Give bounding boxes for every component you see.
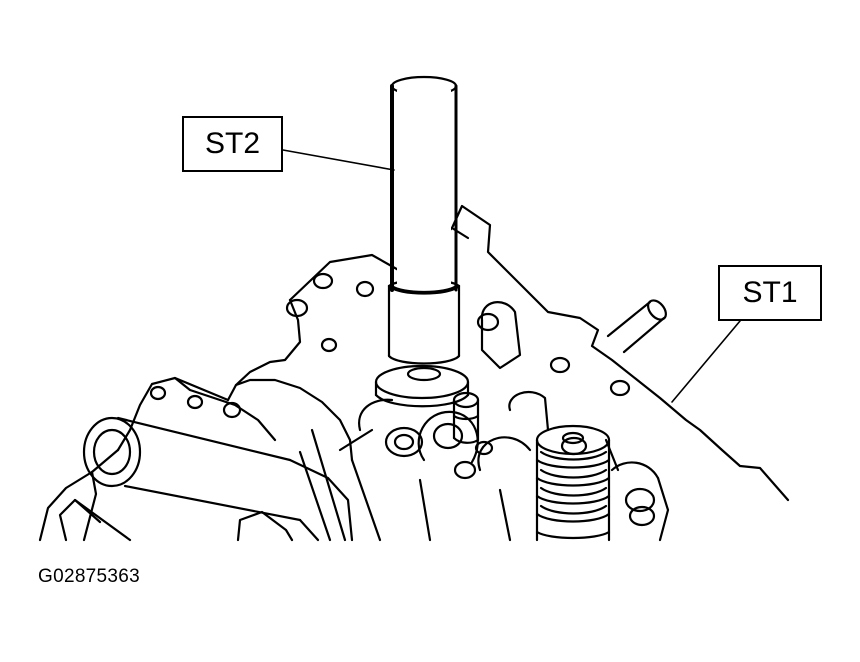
leader-lines [282, 149, 741, 403]
tool-st1-adapter [374, 364, 470, 408]
camshaft-journals [298, 301, 670, 542]
valve-stem [452, 391, 480, 444]
st1-leader-line [671, 320, 741, 403]
cylinder-head-body [38, 204, 790, 542]
valve-spring [535, 424, 611, 542]
st2-leader-line [282, 149, 395, 171]
st1-label: ST1 [718, 265, 822, 321]
camshaft-rod [606, 299, 667, 354]
bolt-holes [149, 272, 656, 527]
st2-label: ST2 [182, 116, 283, 172]
tool-st2-drift [387, 75, 461, 365]
figure-code: G02875363 [38, 566, 141, 587]
